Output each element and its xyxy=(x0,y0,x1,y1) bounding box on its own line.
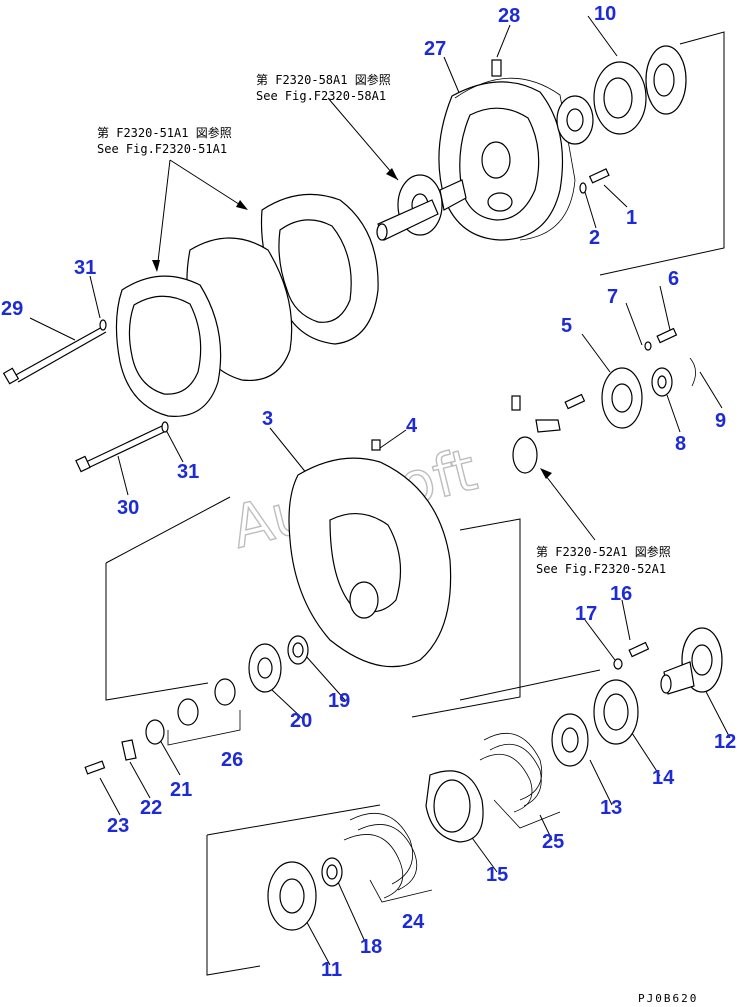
callout-20: 20 xyxy=(290,710,312,732)
arrowheads xyxy=(152,168,552,479)
carrier-housing-27 xyxy=(438,59,576,241)
callout-19: 19 xyxy=(328,690,350,712)
long-bolts xyxy=(2,319,169,473)
ring-gear-10 xyxy=(556,45,687,145)
svg-text:第 F2320-58A1 図参照: 第 F2320-58A1 図参照 xyxy=(256,72,391,87)
output-gear-group xyxy=(551,627,723,767)
clutch-plates xyxy=(343,732,561,903)
callout-14: 14 xyxy=(652,767,675,789)
transmission-case-3 xyxy=(288,439,452,668)
bolt-1 xyxy=(579,168,610,194)
callout-3: 3 xyxy=(262,408,273,430)
callout-13: 13 xyxy=(600,797,622,819)
callout-31-upper: 31 xyxy=(74,257,96,279)
callout-8: 8 xyxy=(675,433,686,455)
callout-29: 29 xyxy=(1,298,23,320)
callout-28: 28 xyxy=(498,5,520,27)
drawing-code: PJ0B620 xyxy=(638,992,698,1005)
reference-58a1: 第 F2320-58A1 図参照 See Fig.F2320-58A1 xyxy=(256,72,391,103)
callout-7: 7 xyxy=(607,286,618,308)
reference-52a1: 第 F2320-52A1 図参照 See Fig.F2320-52A1 xyxy=(536,544,671,576)
clutch-housing-15 xyxy=(267,770,484,931)
callout-6: 6 xyxy=(668,268,679,290)
callout-17: 17 xyxy=(575,603,597,625)
callout-2: 2 xyxy=(589,227,600,249)
leader-lines xyxy=(29,15,731,966)
reference-51a1: 第 F2320-51A1 図参照 See Fig.F2320-51A1 xyxy=(97,125,232,156)
callout-11: 11 xyxy=(321,959,342,981)
assembly-bracket-lines xyxy=(105,31,725,976)
callout-4: 4 xyxy=(406,415,418,437)
callout-31-lower: 31 xyxy=(177,461,199,483)
callout-16: 16 xyxy=(610,583,632,605)
callout-23: 23 xyxy=(107,815,129,837)
callout-25: 25 xyxy=(542,831,564,853)
callout-15: 15 xyxy=(486,864,508,886)
callout-24: 24 xyxy=(402,911,425,933)
callout-12: 12 xyxy=(714,731,736,753)
svg-text:第 F2320-52A1 図参照: 第 F2320-52A1 図参照 xyxy=(536,544,671,559)
callout-numbers: 1 2 3 4 5 6 7 8 9 10 11 12 13 14 15 16 1… xyxy=(1,3,736,981)
svg-text:See Fig.F2320-52A1: See Fig.F2320-52A1 xyxy=(536,562,666,576)
svg-text:See Fig.F2320-58A1: See Fig.F2320-58A1 xyxy=(256,89,386,103)
callout-5: 5 xyxy=(561,315,572,337)
callout-10: 10 xyxy=(594,3,616,25)
callout-27: 27 xyxy=(424,38,446,60)
callout-9: 9 xyxy=(715,410,726,432)
callout-1: 1 xyxy=(626,207,637,229)
callout-21: 21 xyxy=(170,779,192,801)
svg-text:第 F2320-51A1 図参照: 第 F2320-51A1 図参照 xyxy=(97,125,232,140)
callout-26: 26 xyxy=(221,749,243,771)
callout-22: 22 xyxy=(140,797,162,819)
bearing-cap-group xyxy=(511,327,696,474)
motor-housing-51a1 xyxy=(115,193,379,417)
callout-30: 30 xyxy=(117,497,139,519)
svg-text:See Fig.F2320-51A1: See Fig.F2320-51A1 xyxy=(97,142,227,156)
pump-gear-group xyxy=(84,635,309,775)
shaft-assembly xyxy=(376,174,467,241)
callout-18: 18 xyxy=(360,936,382,958)
